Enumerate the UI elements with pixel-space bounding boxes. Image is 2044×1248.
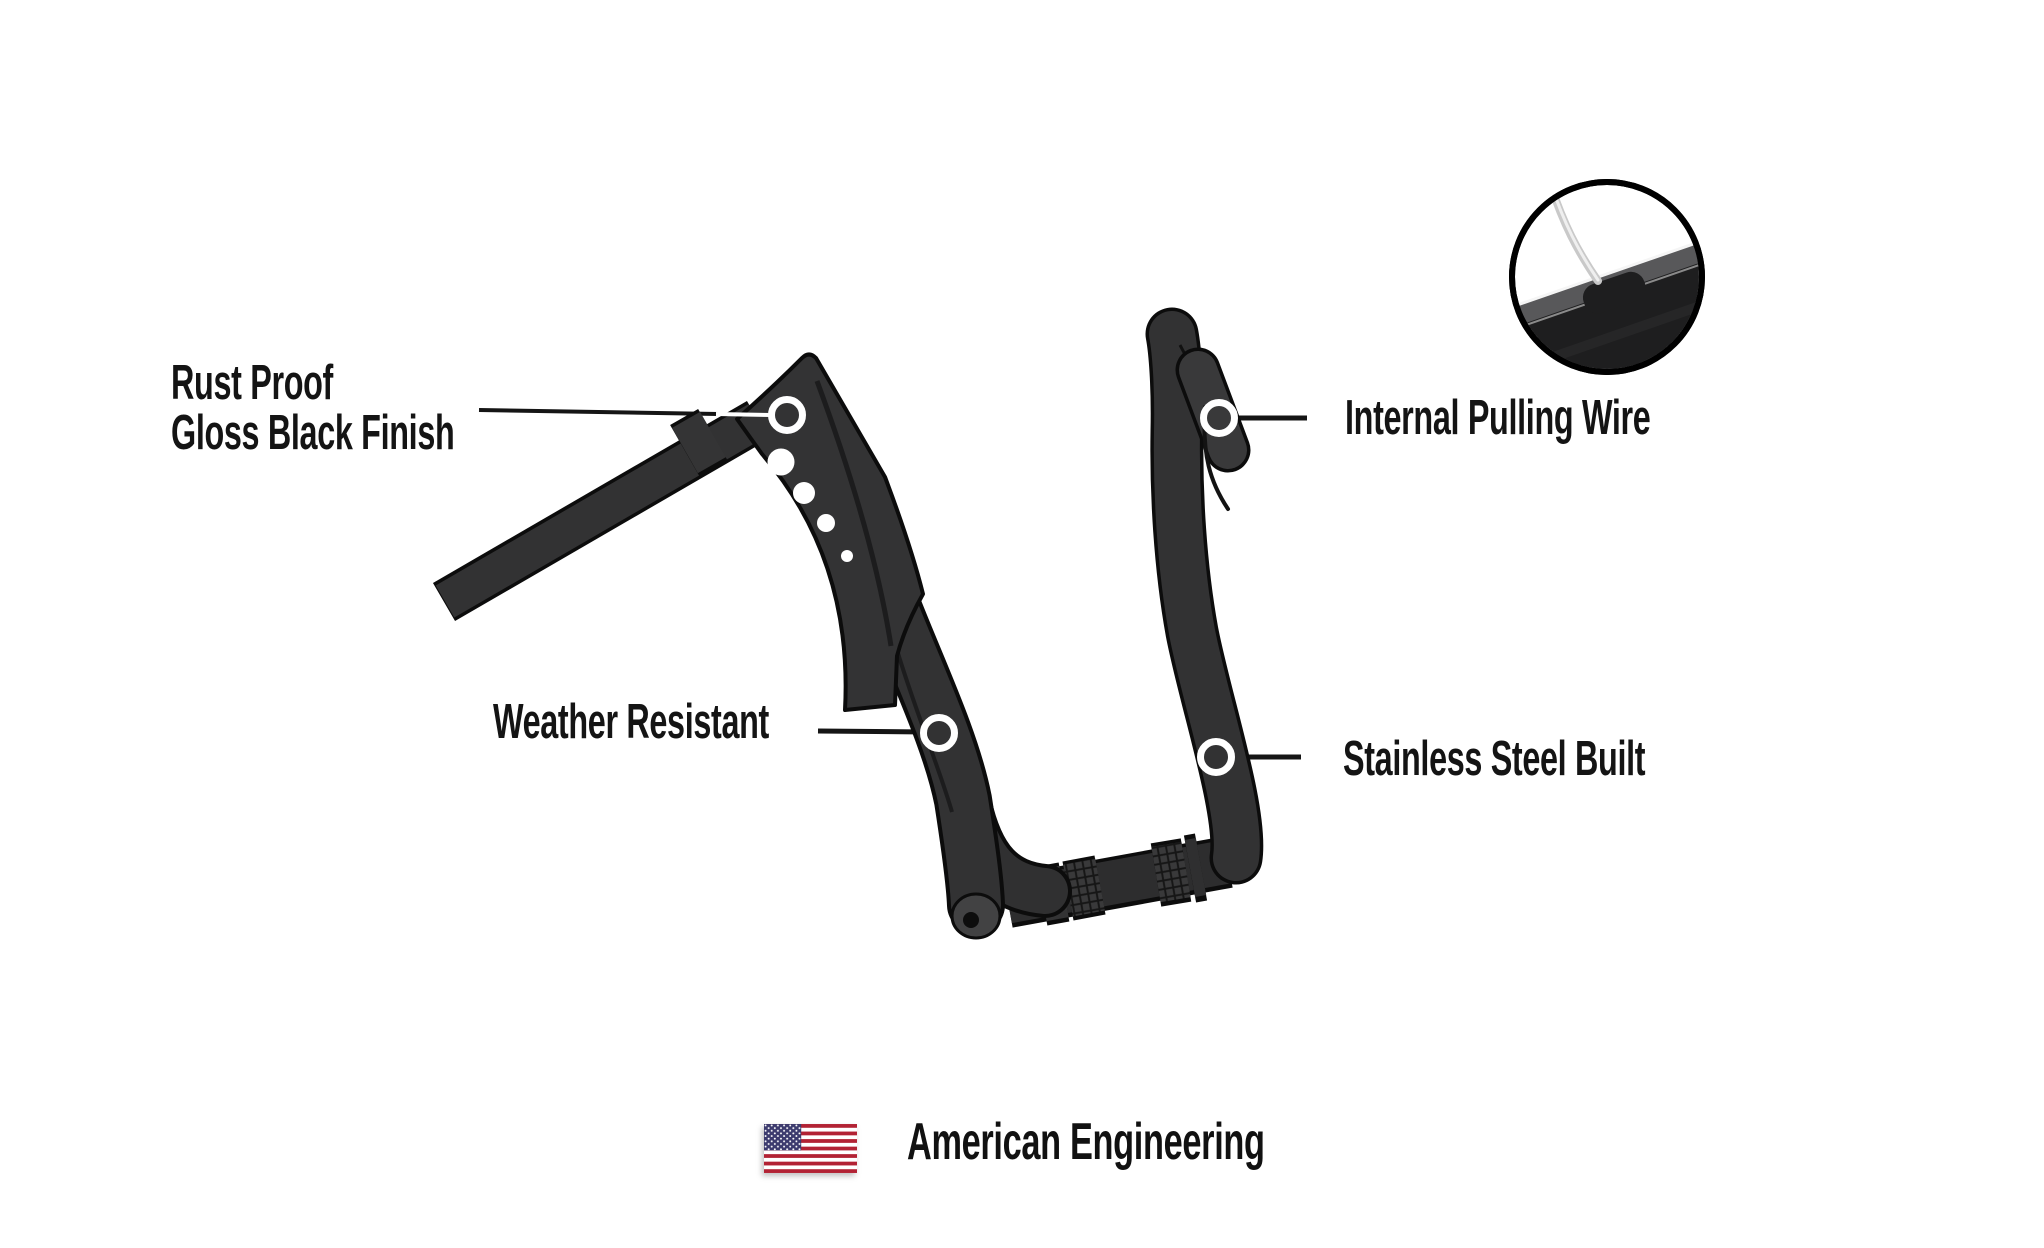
gusset-hole — [767, 448, 795, 476]
leader-line-rust-proof-overlay — [715, 412, 773, 417]
label-stainless-steel-built: Stainless Steel Built — [1343, 732, 1646, 786]
leader-line-weather-resistant — [817, 728, 927, 735]
label-weather-resistant: Weather Resistant — [493, 695, 769, 749]
footer-american-engineering: American Engineering — [764, 1114, 1265, 1177]
callout-marker-rust-proof — [768, 396, 806, 434]
tube-end-hole — [963, 912, 979, 928]
left-riser-assembly — [432, 352, 1072, 940]
riser-gusset — [735, 352, 925, 712]
label-rust-proof: Rust Proof Gloss Black Finish — [171, 358, 600, 458]
label-rust-proof-line2: Gloss Black Finish — [171, 406, 455, 460]
label-rust-proof-line1: Rust Proof — [171, 356, 333, 410]
callout-marker-stainless-steel-built — [1197, 738, 1235, 776]
footer-tagline: American Engineering — [907, 1113, 1265, 1171]
leader-line-rust-proof — [478, 408, 719, 416]
callout-markers — [768, 396, 1238, 776]
label-internal-pulling-wire: Internal Pulling Wire — [1345, 391, 1651, 445]
callout-marker-weather-resistant — [920, 714, 958, 752]
gusset-hole — [841, 550, 853, 562]
callout-marker-internal-pulling-wire — [1200, 399, 1238, 437]
gusset-seam — [814, 380, 894, 647]
gusset-hole — [793, 482, 815, 504]
gusset-hole — [817, 514, 835, 532]
us-flag-icon — [764, 1124, 857, 1173]
